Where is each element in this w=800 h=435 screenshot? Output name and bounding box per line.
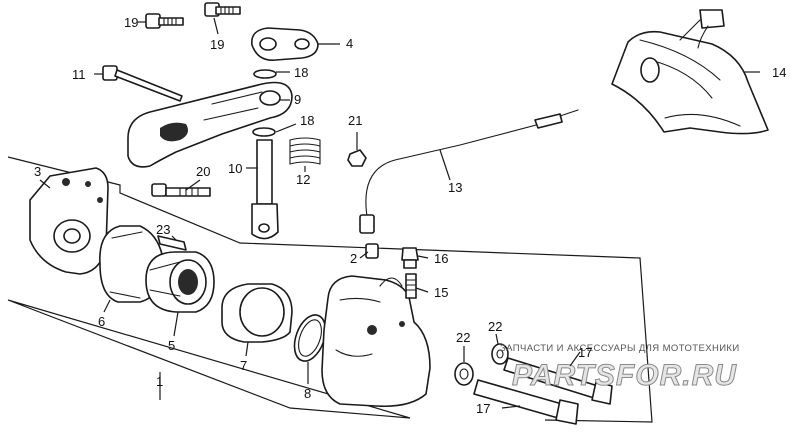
part-16-bleed-cap	[401, 247, 419, 269]
callout-10: 10	[228, 161, 242, 176]
callout-3: 3	[34, 164, 41, 179]
callout-4: 4	[346, 36, 353, 51]
callout-11: 11	[72, 67, 86, 82]
callout-9: 9	[294, 92, 301, 107]
part-17-bolt-lower	[473, 379, 579, 425]
callout-21: 21	[348, 113, 362, 128]
callout-8: 8	[304, 386, 311, 401]
callout-2: 2	[350, 251, 357, 266]
part-22-washer-lower	[454, 362, 474, 386]
part-18-o-ring-upper	[253, 69, 277, 79]
part-19-bolt-top	[204, 2, 241, 17]
callout-19-left: 19	[124, 15, 138, 30]
part-20-bolt	[151, 183, 211, 197]
callout-22-upper: 22	[488, 319, 502, 334]
callout-19-top: 19	[210, 37, 224, 52]
assembly-bracket-frame	[7, 156, 653, 423]
part-11-bolt	[102, 65, 183, 102]
callout-1: 1	[156, 374, 163, 389]
watermark-brand: PARTSFOR.RU	[512, 359, 737, 392]
part-19-bolt-left	[145, 13, 184, 29]
callout-7: 7	[240, 358, 247, 373]
part-21-nut	[347, 149, 367, 167]
callout-5: 5	[168, 338, 175, 353]
callout-23: 23	[156, 222, 170, 237]
part-2-fitting	[365, 243, 379, 259]
part-14-cover	[611, 9, 769, 135]
part-13-cable	[359, 109, 579, 234]
caliper-body	[321, 275, 431, 408]
callout-13: 13	[448, 180, 462, 195]
callout-6: 6	[98, 314, 105, 329]
part-15-bleed-screw	[405, 273, 417, 299]
part-12-spring	[289, 137, 321, 165]
part-9-bracket	[127, 81, 293, 168]
callout-15: 15	[434, 285, 448, 300]
callout-12: 12	[296, 172, 310, 187]
callout-17-lower: 17	[476, 401, 490, 416]
part-5-piston	[145, 251, 215, 313]
part-7-sleeve	[221, 283, 293, 343]
part-10-pin	[251, 139, 279, 240]
callout-14: 14	[772, 65, 786, 80]
callout-20: 20	[196, 164, 210, 179]
part-17-bolt-upper	[503, 357, 613, 405]
callout-18-upper: 18	[294, 65, 308, 80]
part-3-caliper-plate	[29, 167, 109, 275]
part-18-o-ring-lower	[252, 127, 276, 137]
callout-17-upper: 17	[578, 345, 592, 360]
part-4-clamp	[251, 27, 319, 62]
watermark-tagline: ЗАПЧАСТИ И АКСЕССУАРЫ ДЛЯ МОТОТЕХНИКИ	[500, 343, 740, 354]
leader-lines	[39, 17, 760, 409]
callout-16: 16	[434, 251, 448, 266]
part-22-washer-upper	[491, 343, 509, 365]
part-23-shim	[157, 235, 187, 251]
callout-22-lower: 22	[456, 330, 470, 345]
callout-18-lower: 18	[300, 113, 314, 128]
